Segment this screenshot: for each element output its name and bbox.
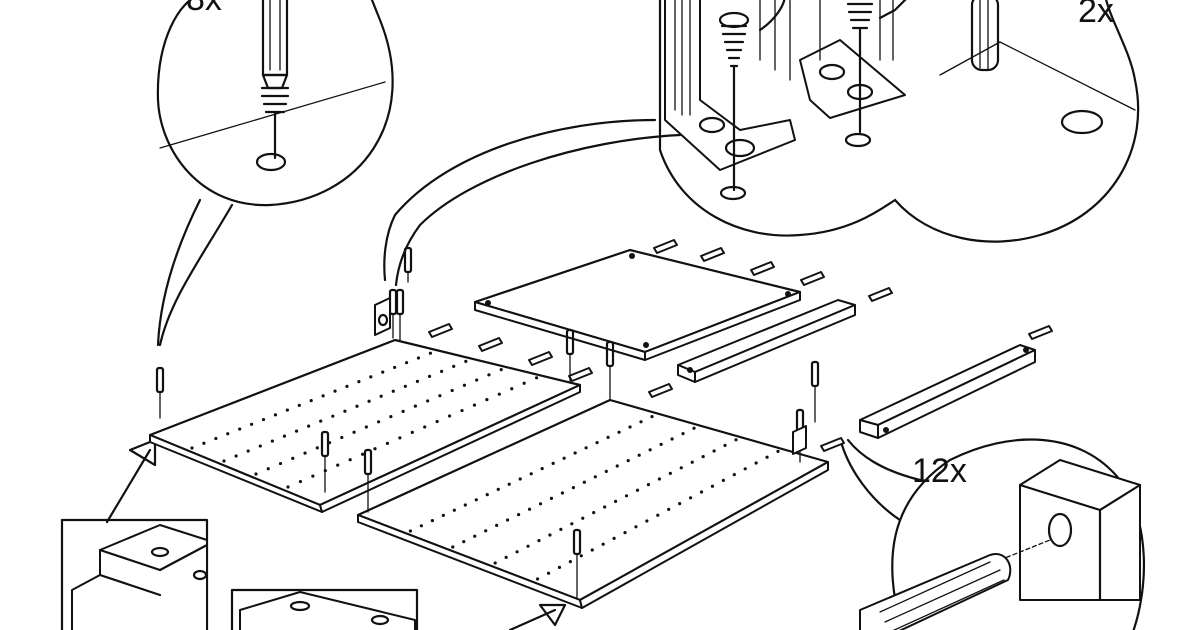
dowel-icon — [653, 239, 678, 254]
dowel-icon — [800, 271, 825, 286]
cam-screw-icon — [572, 528, 582, 599]
cam-screw-icon — [403, 246, 413, 283]
corner-bracket-left — [664, 0, 796, 171]
rail-front — [677, 299, 856, 383]
dowel-icon — [970, 0, 1000, 72]
screw-icon — [255, 0, 290, 172]
dowel-icon — [1028, 325, 1053, 340]
cam-screw-icon — [155, 366, 165, 419]
dowel-icon — [528, 351, 553, 366]
corner-bracket-icon — [792, 425, 807, 455]
cam-screw-icon — [395, 288, 405, 341]
screws-quantity-label: 8x — [186, 0, 222, 18]
dowel-icon — [428, 323, 453, 338]
dowel-icon — [820, 437, 845, 452]
top-panel — [473, 248, 802, 361]
brackets-quantity-label: 2x — [1078, 0, 1114, 30]
side-panel-left — [148, 338, 582, 513]
cam-screw-icon — [320, 430, 330, 493]
dowel-icon — [568, 367, 593, 382]
rail-back — [859, 344, 1036, 439]
detail-box-left — [60, 438, 209, 630]
dowel-icon — [750, 261, 775, 276]
cam-screw-icon — [810, 360, 820, 423]
cam-screw-icon — [565, 328, 575, 383]
dowel-icon — [859, 553, 1012, 630]
callout-bubble-dowels: 12x — [840, 438, 1146, 630]
cam-screw-icon — [363, 448, 373, 513]
screw-icon — [844, 2, 874, 148]
side-panel-right — [356, 398, 830, 609]
dowel-icon — [478, 337, 503, 352]
callout-bubble-screws: 8x — [156, 0, 394, 347]
dowel-icon — [700, 247, 725, 262]
dowels-quantity-label: 12x — [912, 452, 967, 490]
dowel-icon — [648, 383, 673, 398]
screw-icon — [718, 11, 750, 201]
cam-screw-icon — [605, 340, 615, 401]
callout-cloud-brackets: 2x — [383, 0, 1140, 287]
corner-bracket-icon — [374, 297, 391, 336]
dowel-icon — [868, 287, 893, 302]
detail-box-right — [230, 588, 567, 630]
